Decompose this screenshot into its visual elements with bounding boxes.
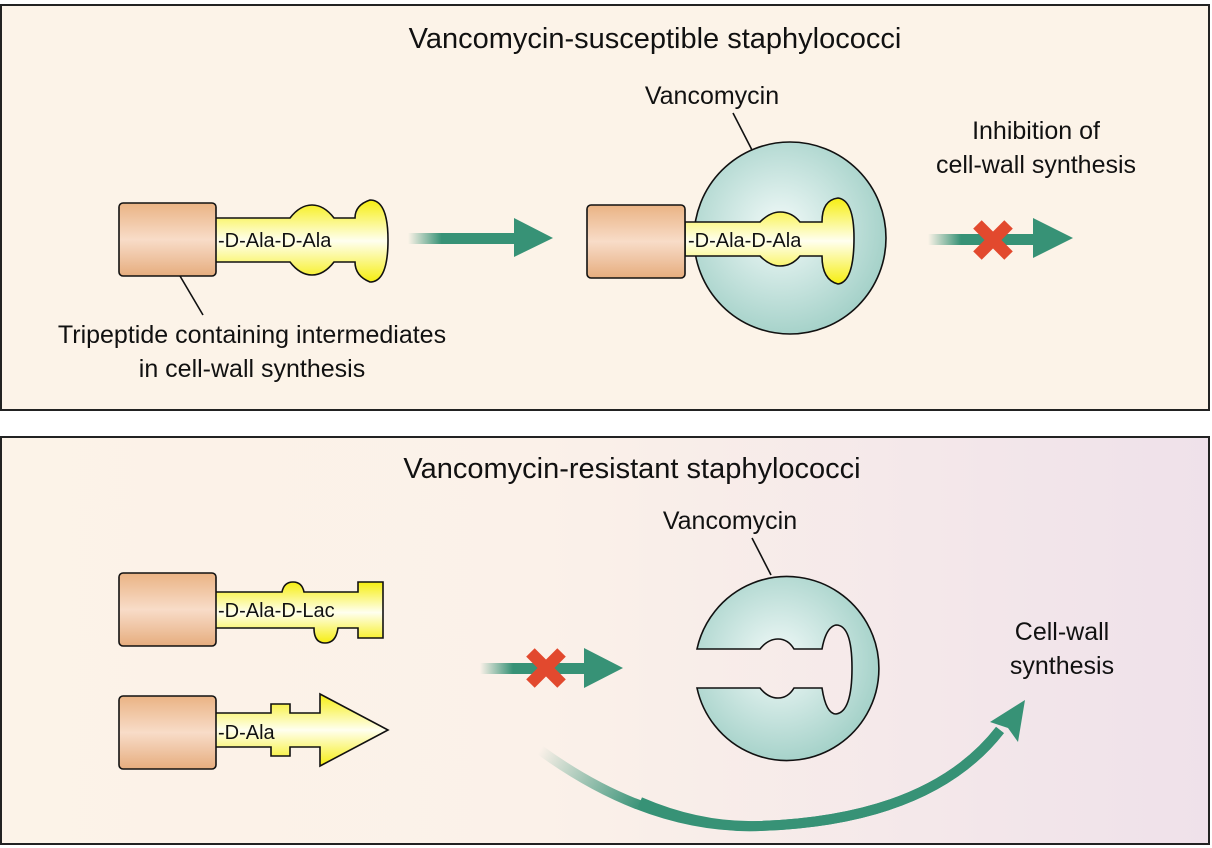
blocked-binding-arrow	[480, 648, 623, 688]
vancomycin-label: Vancomycin	[645, 82, 779, 110]
vancomycin-unbound	[696, 537, 880, 762]
d-ala-terminus	[214, 692, 390, 768]
d-ala-d-ala-terminus	[214, 199, 389, 283]
bound-cell-wall-anchor	[586, 204, 686, 279]
cell-wall-anchor	[118, 202, 217, 277]
arrow-head	[1033, 218, 1073, 258]
block-x-icon	[973, 220, 1013, 260]
susceptible-panel: Vancomycin-susceptible staphylococci -D-…	[0, 4, 1210, 411]
precursor-label-ala: -D-Ala	[218, 722, 276, 744]
vancomycin-leader-line	[751, 537, 772, 576]
panel-title: Vancomycin-susceptible staphylococci	[409, 23, 902, 55]
arrow-shaft	[408, 233, 520, 244]
tripeptide-precursor: -D-Ala-D-Ala	[118, 199, 389, 316]
cell-wall-anchor	[118, 695, 217, 770]
precursor-label-lac: -D-Ala-D-Lac	[218, 600, 335, 622]
d-ala-d-lac-precursor: -D-Ala-D-Lac	[118, 572, 384, 647]
outcome-line1: Inhibition of	[972, 117, 1100, 145]
precursor-caption-line2: in cell-wall synthesis	[139, 355, 365, 383]
binding-arrow	[408, 218, 553, 257]
d-ala-d-lac-terminus	[214, 581, 384, 644]
arrow-head	[990, 700, 1025, 742]
vancomycin-bound-complex: -D-Ala-D-Ala	[586, 112, 887, 335]
arrow-head	[584, 648, 623, 688]
outcome-line2: synthesis	[1010, 652, 1114, 680]
arrow-shaft-solid	[638, 726, 1004, 832]
arrow-shaft	[928, 234, 1038, 245]
precursor-label: -D-Ala-D-Ala	[218, 230, 332, 252]
inhibited-synthesis-arrow	[928, 218, 1073, 260]
vancomycin-molecule	[696, 575, 880, 762]
block-x-icon	[526, 648, 566, 688]
synthesis-bypass-arrow	[537, 700, 1025, 832]
outcome-line1: Cell-wall	[1015, 618, 1109, 646]
d-ala-precursor: -D-Ala	[118, 692, 390, 770]
outcome-line2: cell-wall synthesis	[936, 151, 1136, 179]
vancomycin-leader-line	[732, 112, 753, 151]
arrow-shaft	[480, 663, 590, 674]
caption-leader-line	[179, 275, 204, 316]
cell-wall-anchor	[118, 572, 217, 647]
bound-d-ala-d-ala	[684, 197, 855, 285]
resistant-panel: Vancomycin-resistant staphylococci -D-Al…	[0, 436, 1210, 845]
vancomycin-label: Vancomycin	[663, 507, 797, 535]
bound-peptide-label: -D-Ala-D-Ala	[688, 230, 802, 252]
precursor-caption-line1: Tripeptide containing intermediates	[58, 321, 446, 349]
panel-title: Vancomycin-resistant staphylococci	[403, 453, 860, 485]
arrow-head	[514, 218, 553, 257]
